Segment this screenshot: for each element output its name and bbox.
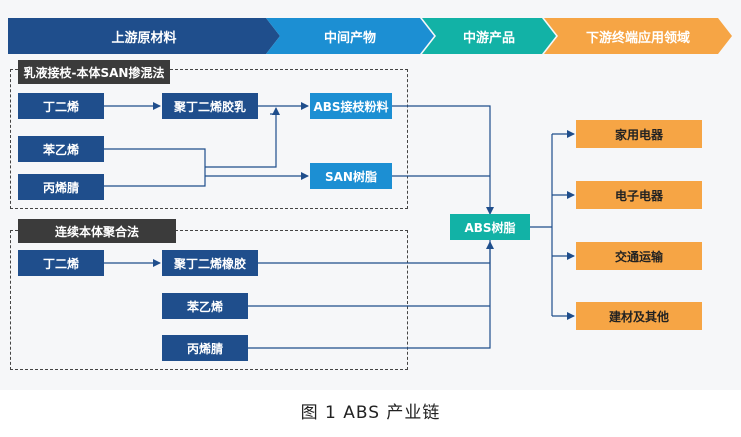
flow-connectors	[104, 102, 575, 349]
header-midstream-product: 中间产物	[266, 18, 434, 54]
header-upstream: 上游原材料	[8, 18, 280, 54]
node-building-materials: 建材及其他	[576, 302, 702, 330]
line-acrylonitrile-to-merge	[104, 167, 206, 187]
emulsion-process-group	[10, 69, 408, 209]
node-home-appliances: 家用电器	[576, 120, 702, 148]
arrow-merge-to-latex	[205, 113, 277, 168]
node-electronics: 电子电器	[576, 181, 702, 209]
figure-caption: 图 1 ABS 产业链	[300, 403, 441, 423]
node-butadiene-1: 丁二烯	[18, 93, 104, 119]
header-midstream: 中游产品	[422, 18, 556, 54]
arrow-graft-to-abs	[392, 105, 494, 215]
node-styrene-1: 苯乙烯	[18, 136, 104, 162]
continuous-process-group	[10, 230, 408, 370]
node-transportation: 交通运输	[576, 242, 702, 270]
node-acrylonitrile-1: 丙烯腈	[18, 174, 104, 200]
node-polybutadiene-rubber: 聚丁二烯橡胶	[162, 250, 258, 276]
node-butadiene-2: 丁二烯	[18, 250, 104, 276]
node-abs-graft-powder: ABS接枝粉料	[310, 93, 392, 119]
diagram-canvas: 上游原材料 中间产物 中游产品 下游终端应用领域	[8, 18, 732, 370]
node-abs-resin: ABS树脂	[450, 214, 530, 240]
header-downstream: 下游终端应用领域	[544, 18, 732, 54]
group-label-emulsion: 乳液接枝-本体SAN掺混法	[18, 60, 170, 84]
node-styrene-2: 苯乙烯	[162, 293, 248, 319]
group-label-continuous: 连续本体聚合法	[18, 219, 176, 243]
node-acrylonitrile-2: 丙烯腈	[162, 335, 248, 361]
line-acrylonitrile2-to-abs	[248, 240, 491, 349]
line-styrene-to-merge	[104, 148, 206, 167]
node-polybutadiene-latex: 聚丁二烯胶乳	[162, 93, 258, 119]
node-san-resin: SAN树脂	[310, 163, 392, 189]
